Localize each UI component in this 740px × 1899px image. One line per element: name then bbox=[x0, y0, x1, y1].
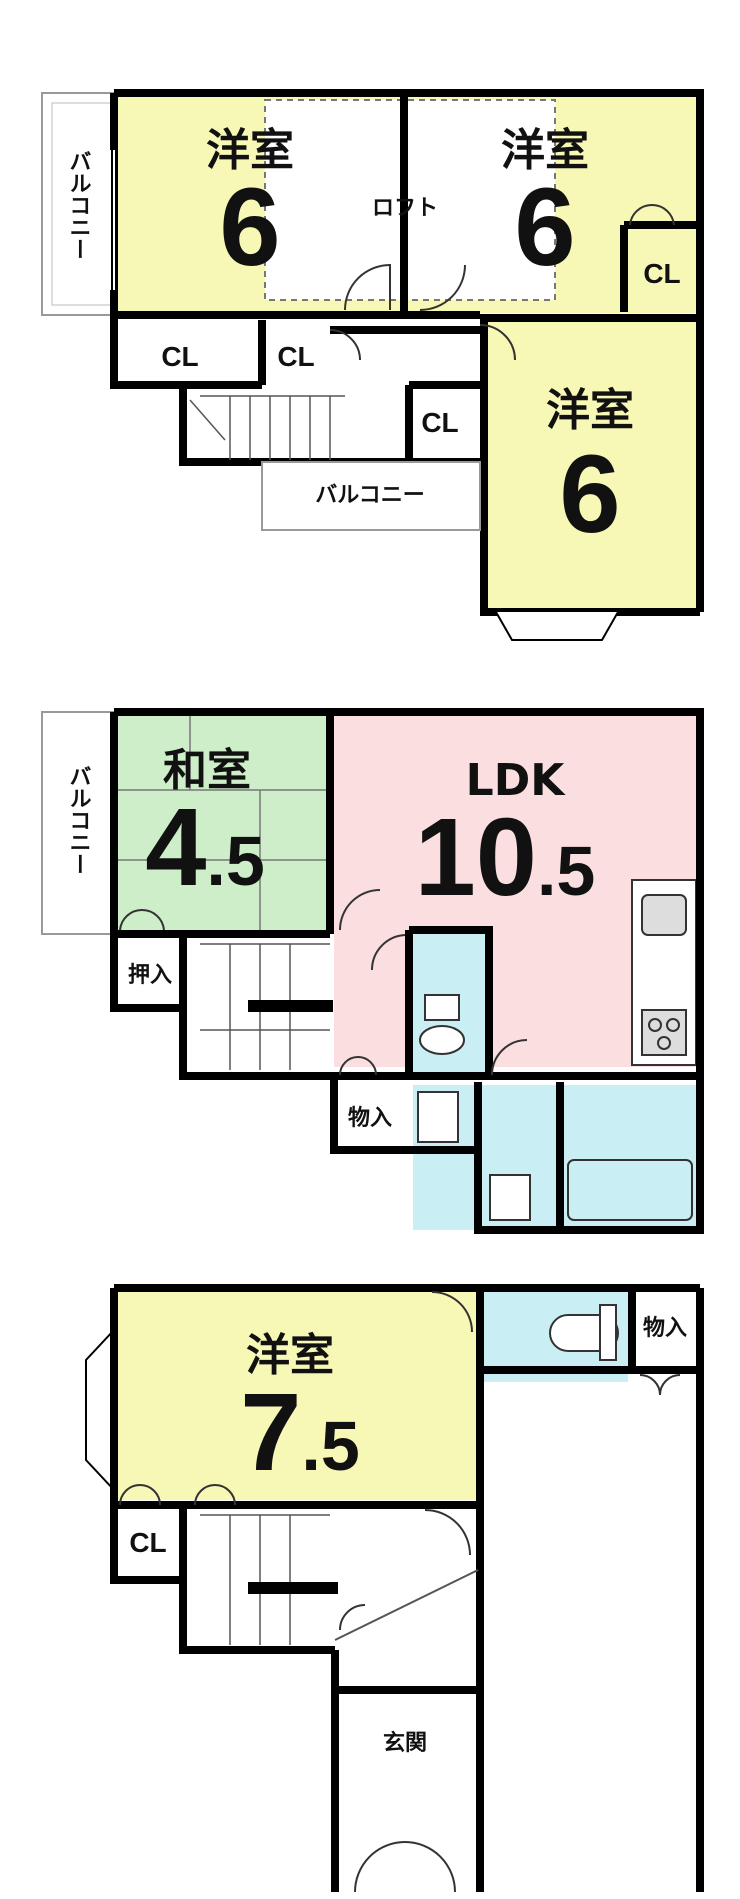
balcony-label-bottom-3f: バルコニー bbox=[315, 483, 425, 508]
room-size-1f: 7.5 bbox=[240, 1371, 360, 1494]
loft-label: ロフト bbox=[372, 196, 438, 221]
floor-1: 洋室 7.5 物入 CL 玄関 bbox=[85, 1284, 704, 1893]
cl-label-1f: CL bbox=[129, 1527, 166, 1558]
balcony-label-left-3f: バルコニー bbox=[66, 150, 91, 260]
room-japanese-2f bbox=[114, 712, 330, 934]
cl-label-4: CL bbox=[643, 258, 680, 289]
sink-icon bbox=[641, 894, 687, 936]
room-name-left-3f: 洋室 bbox=[206, 125, 294, 176]
balcony-bottom-3f bbox=[261, 461, 481, 531]
genkan-label: 玄関 bbox=[383, 1730, 427, 1756]
balcony-left-2f bbox=[41, 711, 115, 935]
washbasin-icon bbox=[417, 1091, 459, 1143]
floor-2: 和室 4.5 LDK 10.5 バルコニー 押入 物入 bbox=[41, 708, 704, 1234]
toilet-icon bbox=[419, 1025, 465, 1055]
stairs-1f bbox=[200, 1514, 330, 1645]
cl-label-1: CL bbox=[161, 341, 198, 372]
cl-label-2: CL bbox=[277, 341, 314, 372]
room-name-1f: 洋室 bbox=[246, 1330, 334, 1381]
cl-label-3: CL bbox=[421, 407, 458, 438]
floor-3: 洋室 6 洋室 6 ロフト 洋室 6 バルコニー バルコニー CL CL CL … bbox=[41, 89, 704, 641]
stove-icon bbox=[641, 1009, 687, 1056]
bathtub-icon bbox=[567, 1159, 693, 1221]
monoire-label-1f: 物入 bbox=[643, 1315, 687, 1341]
room-size-left-3f: 6 bbox=[219, 166, 280, 289]
room-name-right-3f: 洋室 bbox=[501, 125, 589, 176]
loft-area bbox=[265, 100, 555, 300]
room-name-japanese-2f: 和室 bbox=[163, 745, 251, 796]
balcony-left-3f bbox=[41, 92, 115, 316]
stairs-2f bbox=[200, 943, 330, 1070]
room-size-japanese-2f: 4.5 bbox=[145, 786, 265, 909]
washing-machine-icon bbox=[489, 1174, 531, 1221]
room-name-ldk-2f: LDK bbox=[466, 755, 567, 806]
balcony-label-2f: バルコニー bbox=[66, 765, 91, 875]
room-size-ldk-2f: 10.5 bbox=[415, 796, 596, 919]
oshiire-label-2f: 押入 bbox=[128, 962, 172, 988]
room-western-lower-3f bbox=[484, 318, 700, 610]
room-western-1f bbox=[114, 1290, 476, 1500]
room-name-lower-3f: 洋室 bbox=[546, 385, 634, 436]
monoire-label-2f: 物入 bbox=[348, 1105, 392, 1131]
room-size-right-3f: 6 bbox=[514, 166, 575, 289]
stairs-3f bbox=[189, 395, 345, 460]
room-size-lower-3f: 6 bbox=[559, 433, 620, 556]
